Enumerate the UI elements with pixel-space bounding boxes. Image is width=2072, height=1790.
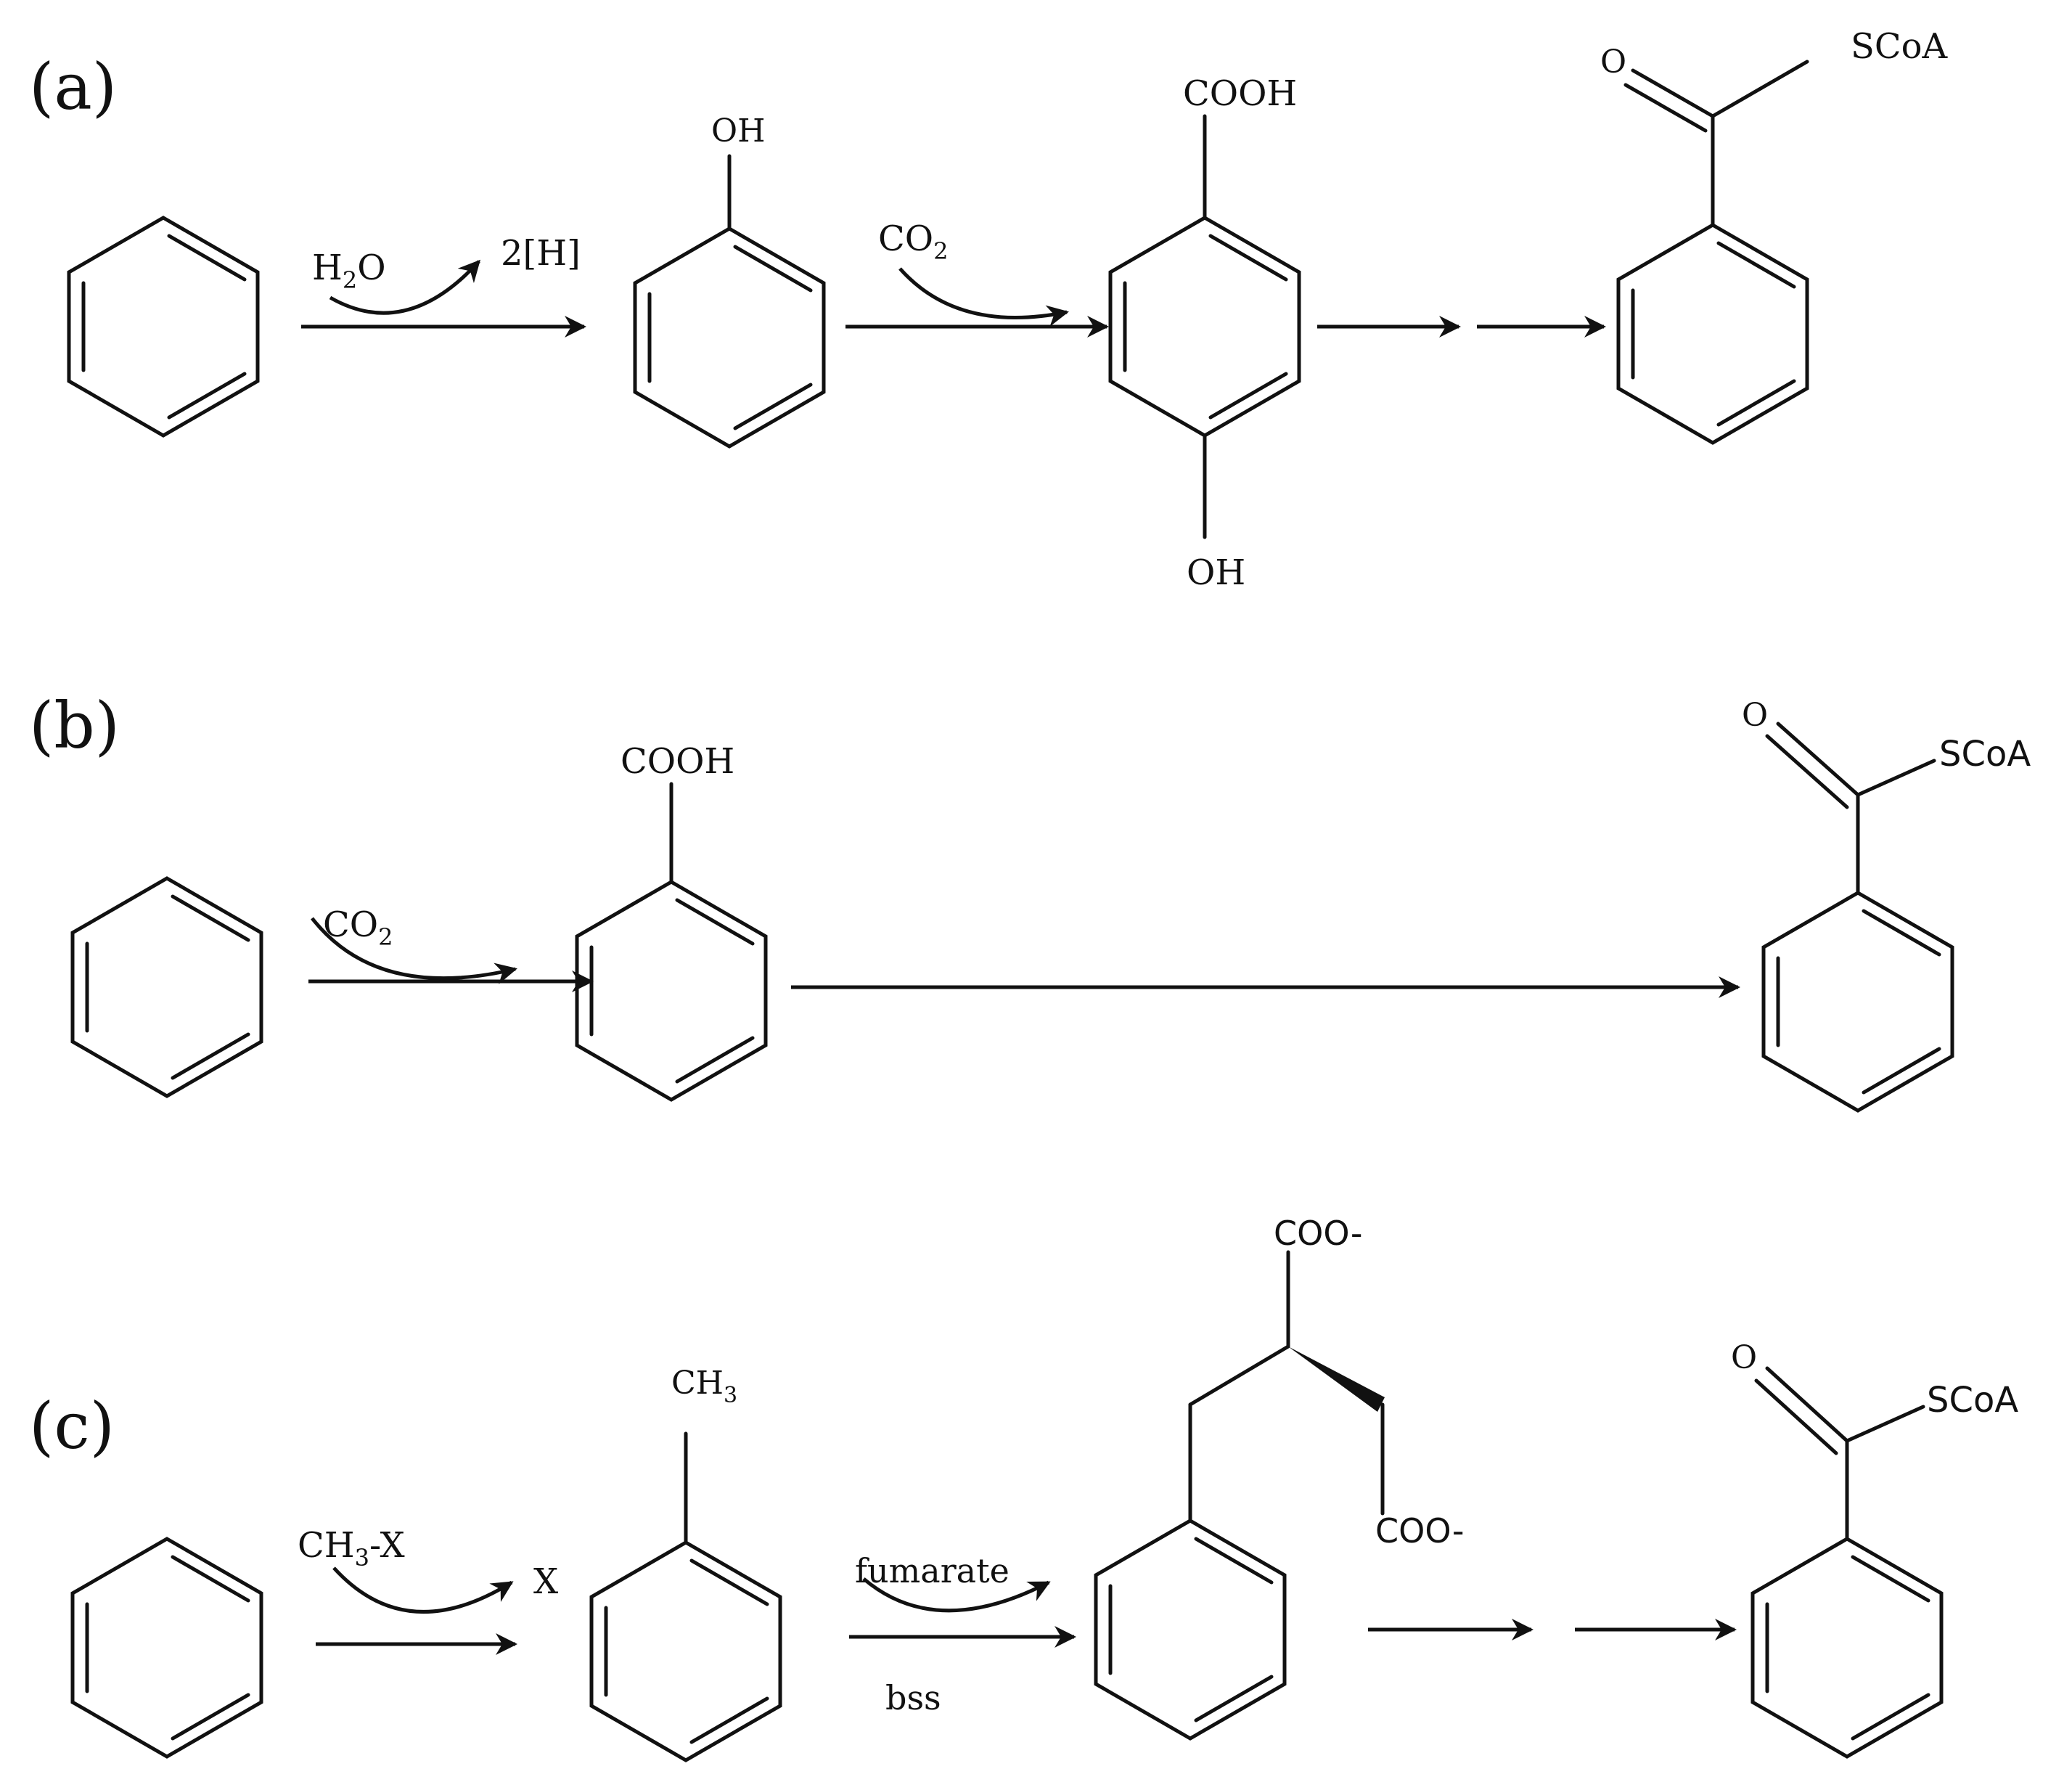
benzene-ring — [70, 1537, 263, 1759]
carbonyl-oxygen-label: O — [1731, 1339, 1757, 1376]
reagent-co2: CO2 — [878, 218, 948, 265]
scoa-label: SCoA — [1851, 26, 1949, 67]
benzoate-molecule — [575, 782, 768, 1102]
carboxyl-label: COOH — [1183, 73, 1297, 114]
reaction-arrow — [301, 259, 586, 338]
leaving-group-label: X — [533, 1561, 558, 1602]
reaction-arrow — [308, 917, 594, 992]
hydroxyl-label: OH — [1187, 552, 1245, 593]
reagent-co2: CO2 — [323, 904, 393, 951]
wedge-bond — [1288, 1346, 1385, 1412]
scoa-label: SCoA — [1927, 1380, 2018, 1421]
panel-b-label: (b) — [29, 688, 120, 763]
carbonyl-oxygen-label: O — [1742, 697, 1768, 734]
reagent-methyl-donor: CH3-X — [298, 1525, 405, 1572]
enzyme-bss: bss — [885, 1678, 941, 1717]
hydroxybenzoate-molecule — [1108, 114, 1301, 539]
benzoyl-coa-molecule — [1761, 722, 1954, 1113]
scoa-label: SCoA — [1939, 734, 2031, 775]
reaction-arrow — [845, 267, 1109, 338]
reagent-fumarate: fumarate — [855, 1551, 1010, 1590]
benzoyl-coa-molecule — [1616, 60, 1809, 445]
reagent-hydrogen: 2[H] — [501, 233, 581, 274]
panel-a-label: (a) — [29, 49, 117, 124]
carboxylate-label: COO- — [1375, 1511, 1464, 1550]
phenol-molecule — [633, 154, 826, 449]
benzylsuccinate-molecule — [1094, 1250, 1385, 1741]
carbonyl-oxygen-label: O — [1600, 44, 1626, 81]
carboxyl-label: COOH — [621, 741, 734, 782]
panel-c-label: (c) — [29, 1389, 115, 1463]
reaction-arrow — [849, 1577, 1076, 1648]
reagent-water: H2O — [312, 248, 386, 294]
carboxylate-label: COO- — [1274, 1214, 1362, 1253]
toluene-molecule — [589, 1431, 782, 1762]
benzene-ring — [70, 876, 263, 1098]
reaction-arrow — [316, 1566, 517, 1655]
hydroxyl-label: OH — [711, 113, 765, 150]
methyl-label: CH3 — [671, 1365, 737, 1408]
benzene-ring — [67, 216, 260, 438]
benzoyl-coa-molecule — [1750, 1366, 1944, 1759]
